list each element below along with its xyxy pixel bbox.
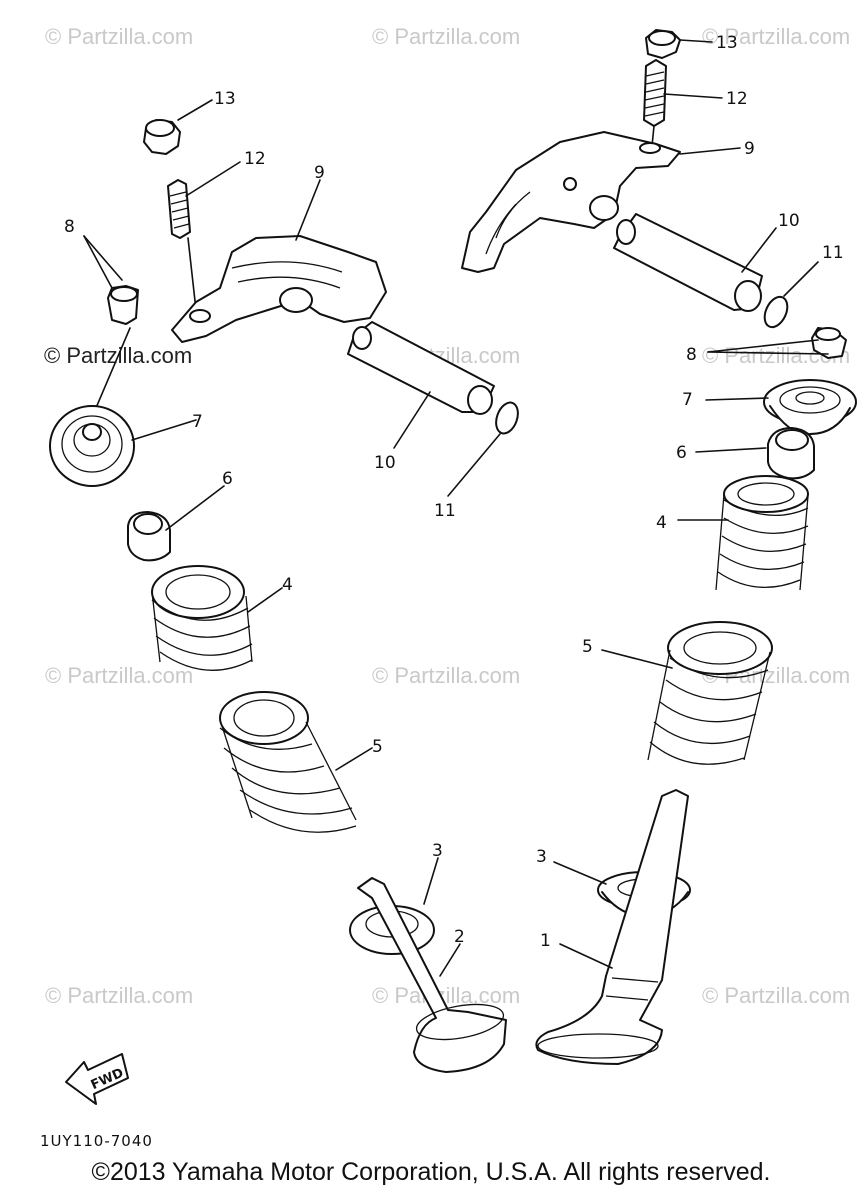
diagram-code: 1UY110-7040	[40, 1132, 153, 1150]
part-9-rocker-arm-left: 9	[171, 163, 387, 343]
callout-12: 12	[244, 149, 266, 169]
part-13-nut-right: 13	[645, 29, 738, 59]
callout-13: 13	[214, 89, 236, 109]
part-13-nut-left: 13	[143, 89, 236, 155]
watermark: © Partzilla.com	[702, 24, 850, 49]
callout-8: 8	[686, 345, 697, 365]
callout-10: 10	[778, 211, 800, 231]
watermark: © Partzilla.com	[702, 983, 850, 1008]
callout-11: 11	[822, 243, 844, 263]
callout-1: 1	[540, 931, 551, 951]
part-7-retainer-right: 7	[682, 379, 857, 436]
watermarks: © Partzilla.com © Partzilla.com © Partzi…	[44, 24, 850, 1008]
watermark: © Partzilla.com	[45, 24, 193, 49]
part-12-stud-left: 12	[167, 149, 266, 311]
part-11-oring-left: 11	[434, 401, 519, 521]
part-1-intake-valve: 1	[535, 789, 689, 1065]
callout-4: 4	[282, 575, 293, 595]
part-6-seal-right: 6	[676, 427, 815, 480]
callout-7: 7	[682, 390, 693, 410]
callout-11: 11	[434, 501, 456, 521]
callout-9: 9	[744, 139, 755, 159]
part-6-seal-left: 6	[127, 469, 233, 562]
callout-2: 2	[454, 927, 465, 947]
part-5-outer-spring-left: 5	[219, 691, 383, 833]
callout-5: 5	[582, 637, 593, 657]
callout-10: 10	[374, 453, 396, 473]
copyright-footer: ©2013 Yamaha Motor Corporation, U.S.A. A…	[91, 1158, 771, 1186]
callout-6: 6	[222, 469, 233, 489]
part-9-rocker-arm-right: 9	[461, 131, 755, 273]
callout-6: 6	[676, 443, 687, 463]
part-8-collet-left: 8	[64, 217, 139, 423]
part-12-stud-right: 12	[643, 59, 748, 147]
part-4-inner-spring-left: 4	[151, 565, 293, 671]
part-11-oring-right: 11	[763, 243, 844, 329]
part-5-outer-spring-right: 5	[582, 621, 773, 765]
callout-4: 4	[656, 513, 667, 533]
callout-12: 12	[726, 89, 748, 109]
watermark: © Partzilla.com	[372, 24, 520, 49]
callout-8: 8	[64, 217, 75, 237]
callout-3: 3	[432, 841, 443, 861]
watermark: © Partzilla.com	[45, 983, 193, 1008]
callout-5: 5	[372, 737, 383, 757]
forward-arrow-icon: FWD	[65, 1053, 129, 1105]
part-4-inner-spring-right: 4	[656, 475, 809, 591]
watermark: © Partzilla.com	[372, 983, 520, 1008]
callout-7: 7	[192, 412, 203, 432]
watermark: © Partzilla.com	[45, 663, 193, 688]
part-2-exhaust-valve: 2	[357, 877, 507, 1073]
callout-9: 9	[314, 163, 325, 183]
part-8-collet-right: 8	[686, 327, 847, 365]
watermark: © Partzilla.com	[372, 663, 520, 688]
callout-3: 3	[536, 847, 547, 867]
part-10-shaft-right: 10	[613, 211, 800, 312]
callout-13: 13	[716, 33, 738, 53]
part-7-retainer-left: 7	[49, 405, 203, 487]
part-10-shaft-left: 10	[347, 321, 495, 473]
